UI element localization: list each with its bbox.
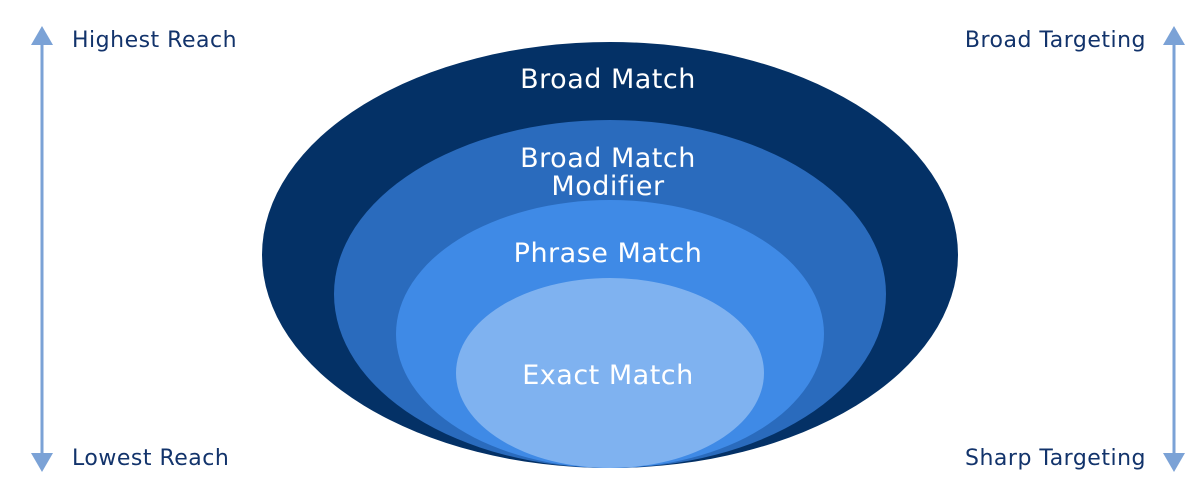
right-axis-arrowhead-down [1163, 453, 1185, 472]
label-broad-match-modifier-line1: Broad Match [520, 143, 696, 174]
label-exact-match: Exact Match [522, 360, 693, 391]
right-axis-arrow [1163, 26, 1185, 472]
label-broad-targeting: Broad Targeting [964, 28, 1146, 53]
left-axis-arrowhead-up [31, 26, 53, 45]
label-broad-match: Broad Match [520, 64, 696, 95]
label-lowest-reach: Lowest Reach [72, 446, 230, 471]
right-axis-arrowhead-up [1163, 26, 1185, 45]
ellipse-exact-match [456, 278, 764, 468]
label-highest-reach: Highest Reach [72, 28, 238, 53]
left-axis-arrowhead-down [31, 453, 53, 472]
label-broad-match-modifier-line2: Modifier [551, 171, 665, 202]
label-phrase-match: Phrase Match [514, 238, 703, 269]
label-sharp-targeting: Sharp Targeting [965, 446, 1146, 471]
left-axis-arrow [31, 26, 53, 472]
